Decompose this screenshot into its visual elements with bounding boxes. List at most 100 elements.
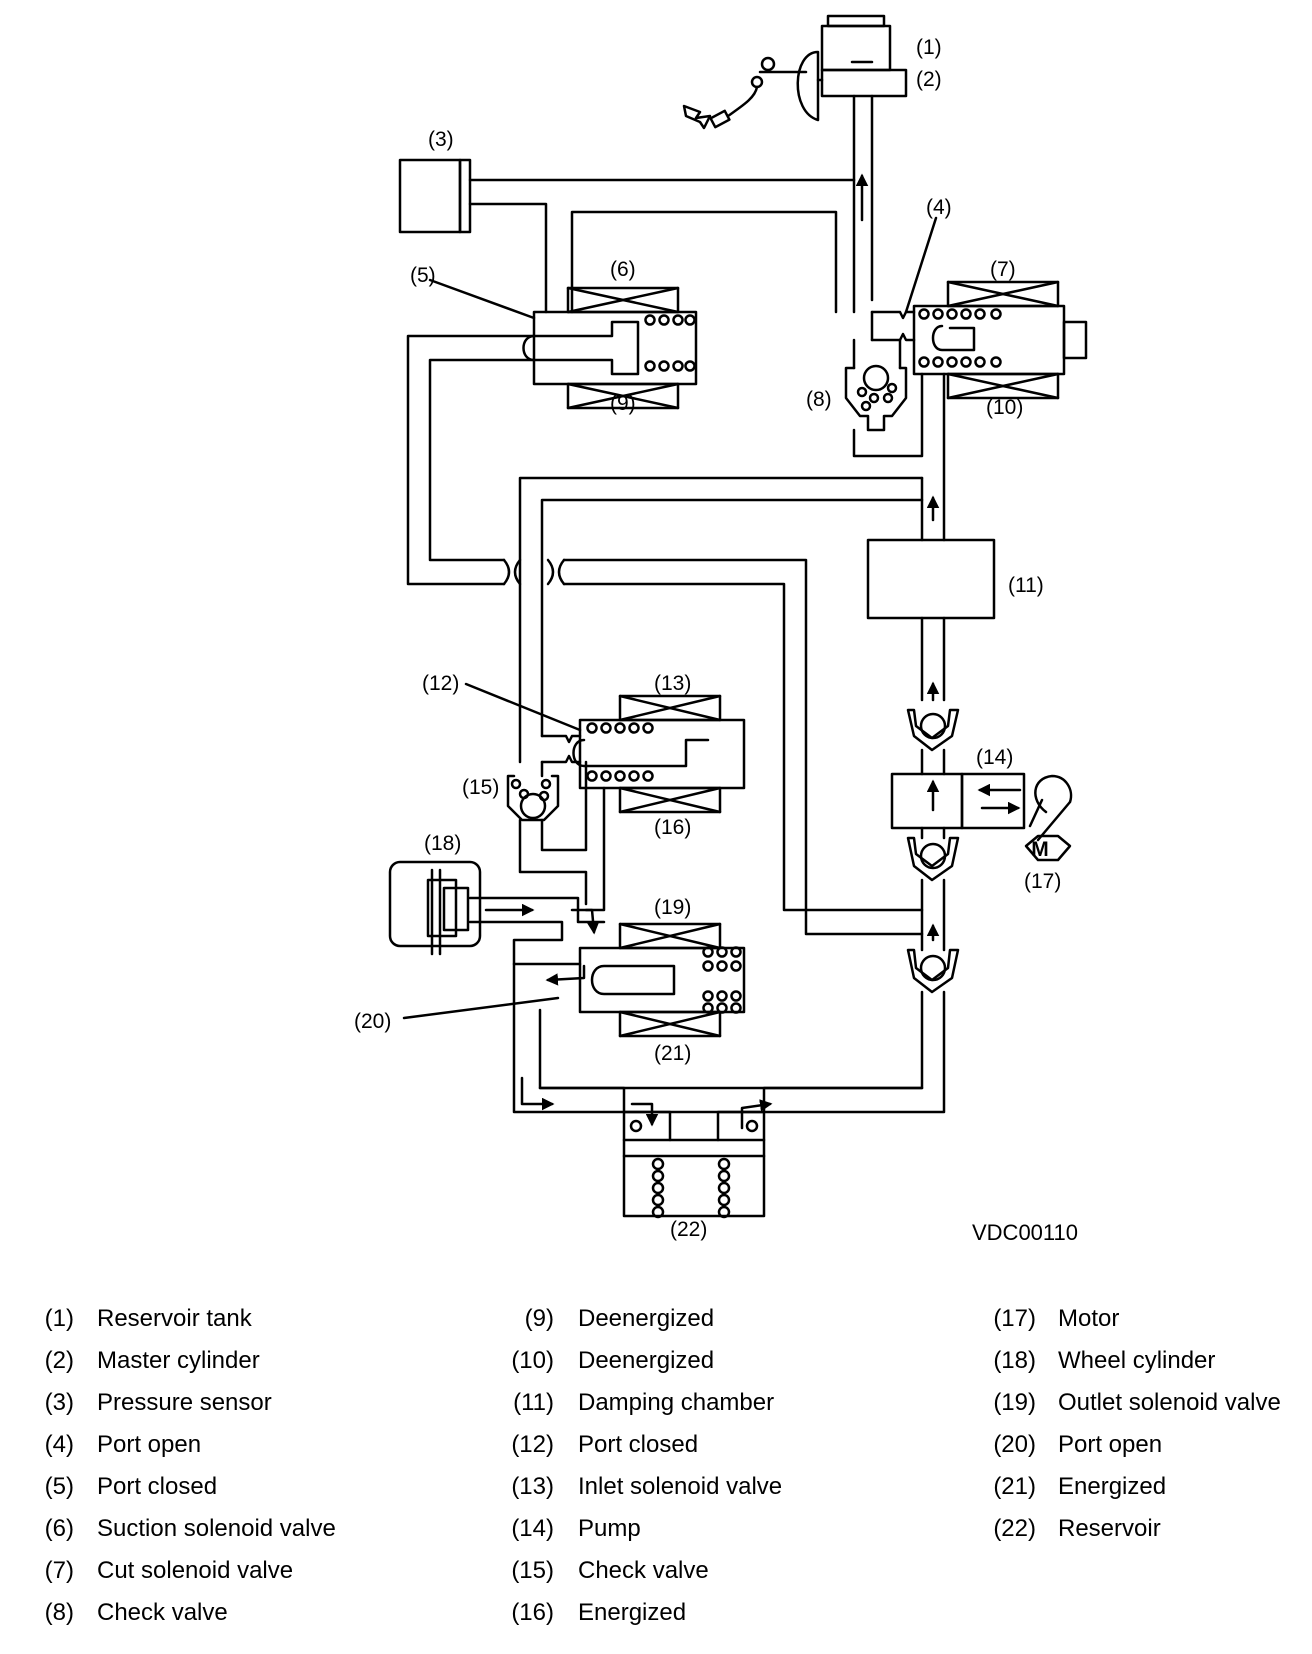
figure-code: VDC00110 bbox=[972, 1220, 1078, 1245]
legend-number: (16) bbox=[511, 1599, 554, 1626]
legend-number: (14) bbox=[511, 1515, 554, 1542]
legend-item: (10) Deenergized bbox=[0, 1347, 714, 1389]
legend-item: (20) Port open bbox=[0, 1431, 1162, 1473]
legend-item: (9) Deenergized bbox=[0, 1305, 714, 1347]
callout-21: (21) bbox=[654, 1042, 691, 1065]
callout-4: (4) bbox=[926, 196, 952, 219]
callout-17: (17) bbox=[1024, 870, 1061, 893]
legend-item: (16) Energized bbox=[0, 1599, 686, 1641]
legend-number: (21) bbox=[993, 1473, 1036, 1500]
legend-number: (3) bbox=[44, 1389, 74, 1416]
legend-number: (6) bbox=[44, 1515, 74, 1542]
wheel-cylinder bbox=[388, 860, 482, 956]
motor bbox=[1024, 774, 1073, 862]
legend-name: Port closed bbox=[578, 1431, 699, 1458]
pressure-sensor bbox=[398, 158, 472, 234]
legend-number: (19) bbox=[993, 1389, 1036, 1416]
outlet-solenoid-valve bbox=[578, 922, 746, 1038]
legend-name: Master cylinder bbox=[97, 1347, 260, 1374]
legend-number: (10) bbox=[511, 1347, 554, 1374]
master-cylinder-assembly bbox=[682, 14, 908, 130]
callout-7: (7) bbox=[990, 258, 1016, 281]
legend-item: (21) Energized bbox=[0, 1473, 1166, 1515]
legend-name: Check valve bbox=[97, 1599, 228, 1626]
legend-number: (9) bbox=[524, 1305, 554, 1332]
legend: (1) Reservoir tank (2) Master cylinder (3)… bbox=[0, 1305, 1312, 1645]
check-valve-15 bbox=[506, 774, 560, 822]
legend-item: (5) Port closed bbox=[0, 1473, 260, 1515]
legend-column-3: (17) Motor (18) Wheel cylinder (19) Outlet … bbox=[0, 1305, 1280, 1557]
legend-item: (19) Outlet solenoid valve bbox=[0, 1389, 1280, 1431]
legend-item: (13) Inlet solenoid valve bbox=[0, 1473, 782, 1515]
legend-item: (14)Pump bbox=[0, 1515, 640, 1557]
legend-item: (4)Port open bbox=[0, 1431, 260, 1473]
legend-name: Energized bbox=[578, 1599, 687, 1626]
legend-name: Damping chamber bbox=[578, 1389, 775, 1416]
legend-number: (17) bbox=[993, 1305, 1036, 1332]
callout-9: (9) bbox=[610, 392, 636, 415]
legend-number: (13) bbox=[511, 1473, 554, 1500]
legend-number: (5) bbox=[44, 1473, 74, 1500]
legend-item: (22) Reservoir bbox=[0, 1515, 1160, 1557]
callout-16: (16) bbox=[654, 816, 691, 839]
legend-item: (6) Suction solenoid valve bbox=[0, 1515, 336, 1557]
pump bbox=[890, 708, 1026, 994]
callout-8: (8) bbox=[806, 388, 832, 411]
callout-10: (10) bbox=[986, 396, 1023, 419]
legend-item: (15) Check valve bbox=[0, 1557, 708, 1599]
legend-name: Reservoir tank bbox=[97, 1305, 252, 1332]
legend-number: (15) bbox=[511, 1557, 554, 1584]
callout-2: (2) bbox=[916, 68, 942, 91]
callout-5: (5) bbox=[410, 264, 436, 287]
legend-item: (11) Damping chamber bbox=[0, 1389, 774, 1431]
callout-15: (15) bbox=[462, 776, 499, 799]
legend-number: (1) bbox=[44, 1305, 74, 1332]
callout-11: (11) bbox=[1008, 574, 1044, 597]
legend-column-2: (9) Deenergized (10) Deenergized (11) Dampi… bbox=[0, 1305, 782, 1641]
legend-item: (18) Wheel cylinder bbox=[0, 1347, 1215, 1389]
legend-number: (7) bbox=[44, 1557, 74, 1584]
legend-number: (12) bbox=[511, 1431, 554, 1458]
legend-name: Deenergized bbox=[578, 1305, 715, 1332]
legend-number: (11) bbox=[513, 1389, 554, 1416]
callout-13: (13) bbox=[654, 672, 691, 695]
legend-item: (2) Master cylinder bbox=[0, 1347, 260, 1389]
callout-6: (6) bbox=[610, 258, 636, 281]
legend-item: (17) Motor bbox=[0, 1305, 1119, 1347]
legend-item: (8)Check valve bbox=[0, 1599, 260, 1641]
callout-1: (1) bbox=[916, 36, 942, 59]
legend-number: (2) bbox=[44, 1347, 74, 1374]
hydraulic-circuit-diagram: (1) (2) (3) (4) (5) (6) (7) (8) (9) (10)… bbox=[354, 14, 1088, 1245]
callout-20: (20) bbox=[354, 1010, 391, 1033]
legend-name: Cut solenoid valve bbox=[97, 1557, 294, 1584]
legend-number: (20) bbox=[993, 1431, 1036, 1458]
legend-name: Deenergized bbox=[578, 1347, 715, 1374]
legend-name: Wheel cylinder bbox=[1058, 1347, 1216, 1374]
legend-number: (4) bbox=[44, 1431, 74, 1458]
legend-number: (18) bbox=[993, 1347, 1036, 1374]
legend-name: Port open bbox=[1058, 1431, 1163, 1458]
legend-number: (22) bbox=[993, 1515, 1036, 1542]
inlet-solenoid-valve bbox=[572, 694, 746, 814]
legend-name: Port closed bbox=[97, 1473, 218, 1500]
legend-name: Suction solenoid valve bbox=[97, 1515, 336, 1542]
cut-solenoid-valve bbox=[912, 280, 1088, 400]
callout-19: (19) bbox=[654, 896, 691, 919]
callout-12: (12) bbox=[422, 672, 459, 695]
callout-3: (3) bbox=[428, 128, 454, 151]
legend-item: (1) Reservoir tank bbox=[0, 1305, 260, 1347]
legend-item: (3)Pressure sensor bbox=[0, 1389, 272, 1431]
legend-column-1: (1) Reservoir tank (2) Master cylinder (3)… bbox=[0, 1305, 336, 1641]
callout-14: (14) bbox=[976, 746, 1013, 769]
legend-name: Reservoir bbox=[1058, 1515, 1161, 1542]
legend-item: (12) Port closed bbox=[0, 1431, 698, 1473]
suction-solenoid-valve bbox=[522, 286, 698, 410]
legend-name: Inlet solenoid valve bbox=[578, 1473, 783, 1500]
legend-name: Motor bbox=[1058, 1305, 1120, 1332]
legend-name: Outlet solenoid valve bbox=[1058, 1389, 1281, 1416]
damping-chamber bbox=[866, 538, 996, 620]
legend-item: (7) Cut solenoid valve bbox=[0, 1557, 293, 1599]
legend-name: Check valve bbox=[578, 1557, 709, 1584]
callout-22: (22) bbox=[670, 1218, 707, 1241]
legend-name: Energized bbox=[1058, 1473, 1167, 1500]
